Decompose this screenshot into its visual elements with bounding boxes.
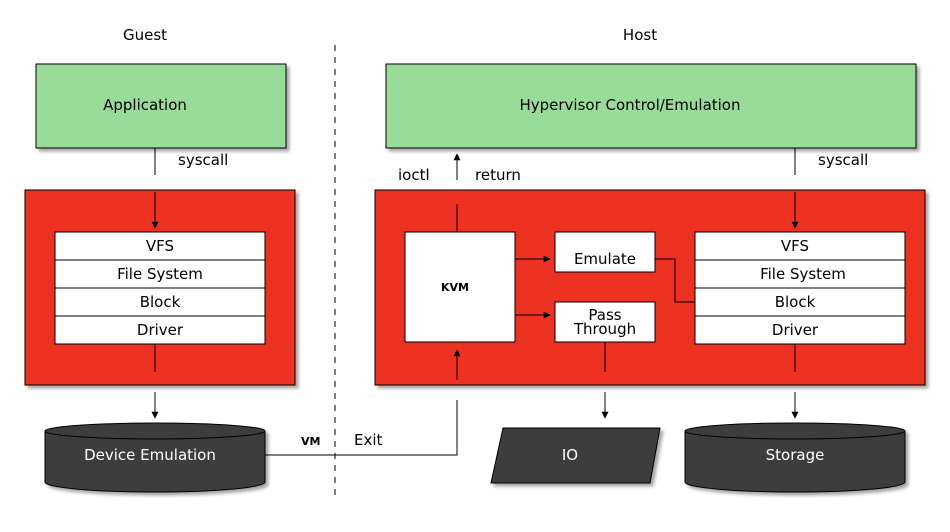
return-label: return (475, 166, 521, 184)
guest-io-stack: VFS File System Block Driver (54, 231, 266, 345)
host-stack-filesystem (694, 259, 906, 289)
ioctl-label: ioctl (398, 166, 430, 184)
host-io-stack: VFS File System Block Driver (694, 231, 906, 345)
passthrough-label-line2: Through (573, 320, 636, 338)
emulate-to-block-connector (655, 258, 695, 303)
storage-label: Storage (766, 446, 825, 464)
device-emulation-label: Device Emulation (84, 446, 216, 464)
guest-stack-filesystem-label: File System (117, 265, 203, 283)
host-stack-filesystem-label: File System (760, 265, 846, 283)
hypervisor-box (385, 63, 917, 149)
passthrough-label-line1: Pass (588, 306, 621, 324)
host-stack-driver-label: Driver (772, 321, 819, 339)
storage-cylinder (684, 422, 906, 493)
io-label: IO (562, 446, 578, 464)
host-stack-block-label: Block (775, 293, 816, 311)
host-stack-vfs-label: VFS (781, 237, 809, 255)
device-emulation-cylinder (44, 422, 266, 493)
vm-exit-line (265, 400, 458, 456)
guest-stack-vfs-label: VFS (146, 237, 174, 255)
guest-stack-filesystem (54, 259, 266, 289)
emulate-box (554, 231, 656, 273)
guest-syscall-label: syscall (178, 151, 228, 169)
guest-stack-block-label: Block (140, 293, 181, 311)
host-stack-vfs (694, 231, 906, 261)
guest-header: Guest (123, 26, 167, 44)
kvm-box (404, 231, 516, 343)
host-stack-block (694, 287, 906, 317)
host-header: Host (623, 26, 657, 44)
guest-application-label: Application (103, 96, 187, 114)
host-syscall-label: syscall (818, 151, 868, 169)
hypervisor-label: Hypervisor Control/Emulation (519, 96, 740, 114)
vm-exit-exit-label: Exit (354, 431, 383, 449)
vm-exit-vm-label: VM (301, 435, 320, 448)
host-stack-driver (694, 315, 906, 345)
emulate-label: Emulate (574, 250, 636, 268)
guest-application-box (35, 63, 287, 149)
guest-stack-driver (54, 315, 266, 345)
guest-stack-block (54, 287, 266, 317)
kvm-label: KVM (441, 281, 469, 294)
guest-stack-driver-label: Driver (137, 321, 184, 339)
io-parallelogram (490, 427, 661, 484)
guest-stack-vfs (54, 231, 266, 261)
